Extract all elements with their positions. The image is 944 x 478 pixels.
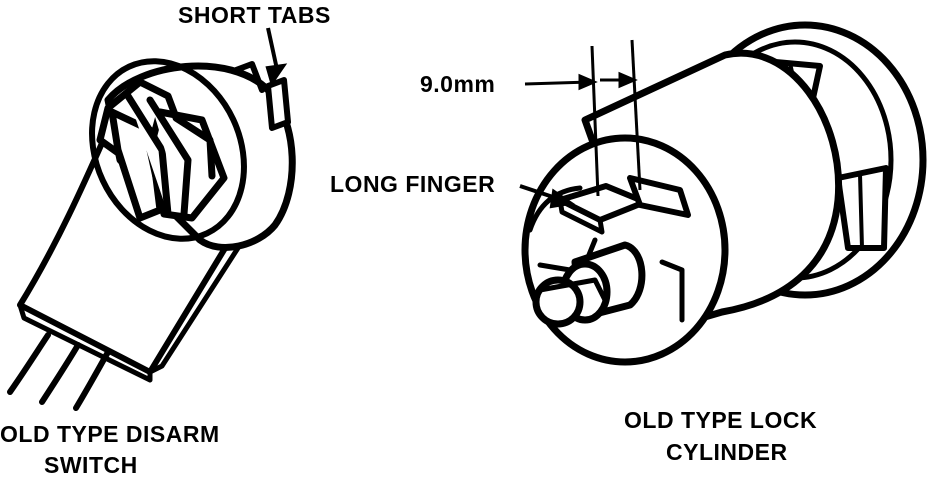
label-switch-line2: SWITCH	[44, 452, 138, 478]
switch-short-tab	[265, 77, 291, 131]
long-finger-leader	[519, 184, 576, 209]
dimension-9mm-lines	[524, 39, 642, 197]
label-switch-line1: OLD TYPE DISARM	[0, 421, 220, 447]
label-cylinder-line2: CYLINDER	[666, 439, 788, 465]
label-dimension-9mm: 9.0mm	[420, 71, 495, 97]
lock-cylinder-illustration	[521, 21, 927, 366]
switch-hex-nut	[96, 78, 228, 222]
label-short-tabs: SHORT TABS	[178, 2, 331, 28]
label-cylinder-line1: OLD TYPE LOCK	[624, 407, 817, 433]
disarm-switch-illustration	[7, 58, 296, 411]
short-tabs-leader	[265, 27, 288, 87]
label-long-finger: LONG FINGER	[330, 171, 495, 197]
